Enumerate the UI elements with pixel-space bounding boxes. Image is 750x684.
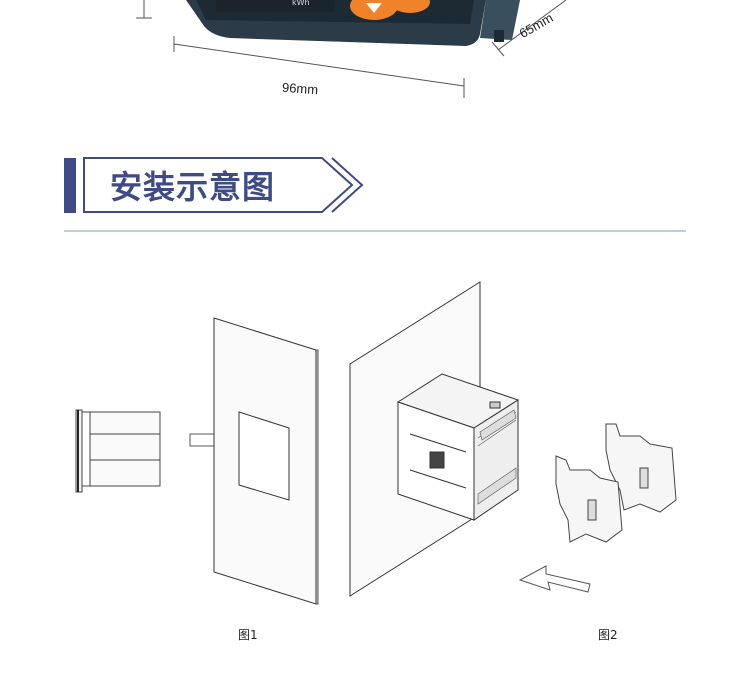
- meter-product-image: [186, 0, 520, 46]
- width-dimension-label: 96mm: [281, 79, 319, 98]
- header-arrow-frame: [83, 157, 354, 213]
- panel-cutout: [238, 411, 290, 501]
- section-title: 安装示意图: [110, 168, 276, 206]
- figure-2-label: 图2: [598, 628, 618, 642]
- section-header: [64, 157, 364, 213]
- meter-body-rear-view: [396, 373, 520, 521]
- panel-with-cutout: [213, 317, 319, 605]
- down-arrow-icon: [366, 3, 382, 13]
- unit-label: kWh: [292, 0, 310, 7]
- mounting-clips: [555, 423, 677, 543]
- header-accent-bar: [64, 158, 76, 213]
- width-dimension: [173, 36, 465, 98]
- figure-1-label: 图1: [238, 628, 258, 642]
- terminal-block-bottom: [477, 467, 517, 505]
- meter-front-view: [75, 409, 161, 493]
- meter-display: [216, 0, 334, 12]
- height-dimension: [136, 0, 152, 19]
- terminal-block-top: [477, 409, 517, 447]
- depth-dimension: [491, 0, 567, 57]
- attach-arrow-icon: [518, 565, 591, 593]
